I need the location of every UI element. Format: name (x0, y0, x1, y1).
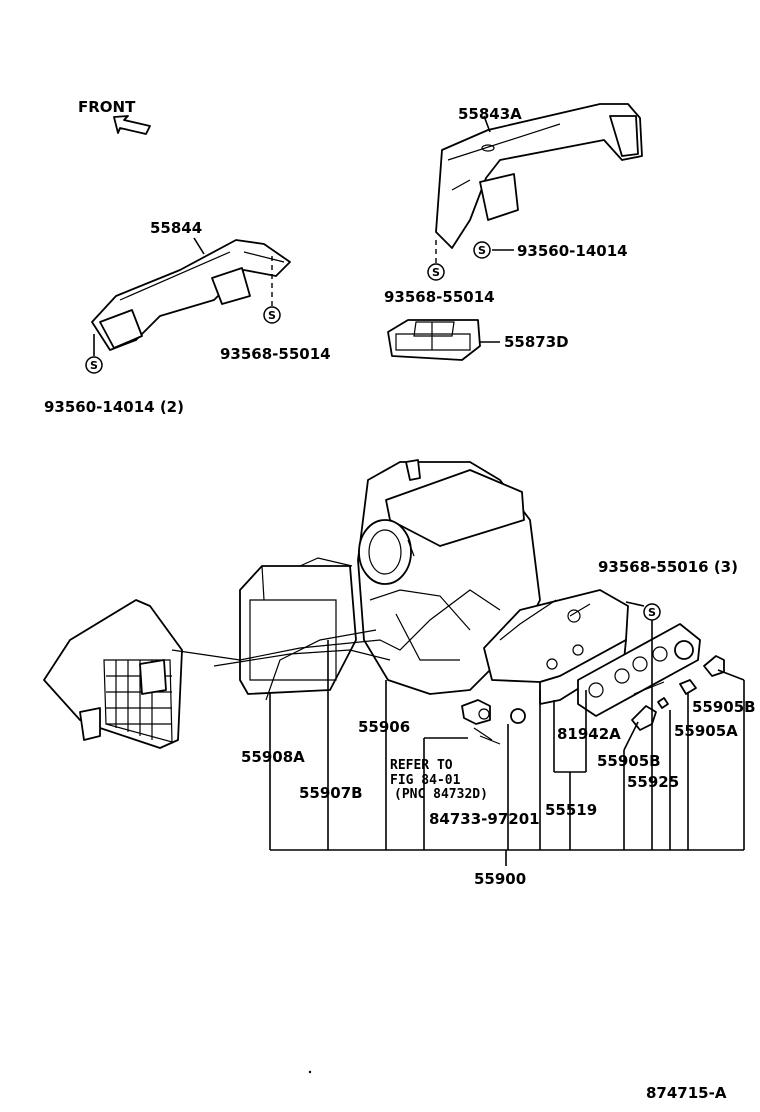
label-55906: 55906 (358, 718, 410, 736)
refer-note-line3: (PNC 84732D) (394, 787, 488, 802)
label-55905B-middle: 55905B (597, 752, 661, 770)
screw-symbol-icon: S (85, 356, 103, 374)
duct-55843A (435, 103, 643, 249)
screw-symbol-icon: S (263, 306, 281, 324)
refer-note-line1: REFER TO (390, 758, 453, 773)
label-55519: 55519 (545, 801, 597, 819)
control-panel (461, 589, 725, 745)
svg-text:S: S (268, 309, 276, 322)
heater-assembly (239, 459, 541, 695)
label-55900: 55900 (474, 870, 526, 888)
left-unit (43, 599, 183, 749)
label-55905B-right: 55905B (692, 698, 756, 716)
label-55925: 55925 (627, 773, 679, 791)
label-55907B: 55907B (299, 784, 363, 802)
label-55908A: 55908A (241, 748, 305, 766)
refer-note-line2: FIG 84-01 (390, 773, 461, 788)
duct-55844 (91, 239, 291, 351)
label-93568-55016-3: 93568-55016 (3) (598, 558, 738, 576)
screw-symbol-icon: S (427, 263, 445, 281)
svg-text:S: S (648, 606, 656, 619)
label-84733-97201: 84733-97201 (429, 810, 540, 828)
label-93560-14014: 93560-14014 (517, 242, 628, 260)
figure-id: 874715-A (646, 1084, 727, 1102)
svg-text:S: S (478, 244, 486, 257)
front-indicator: FRONT (78, 98, 151, 135)
svg-text:S: S (432, 266, 440, 279)
stray-dot (308, 1070, 312, 1074)
label-81942A: 81942A (557, 725, 621, 743)
screw-symbol-icon: S (473, 241, 491, 259)
svg-text:S: S (90, 359, 98, 372)
label-55873D: 55873D (504, 333, 569, 351)
label-93568-55014-upper: 93568-55014 (384, 288, 495, 306)
label-93560-14014-2: 93560-14014 (2) (44, 398, 184, 416)
screw-symbol-icon: S (643, 603, 661, 621)
label-55844: 55844 (150, 219, 202, 237)
label-55905A: 55905A (674, 722, 738, 740)
front-label: FRONT (78, 98, 136, 116)
control-cables (171, 589, 501, 701)
front-arrow-icon (113, 115, 151, 135)
filter-55873D (387, 319, 481, 361)
leader-lines (93, 115, 745, 866)
label-55843A: 55843A (458, 105, 522, 123)
label-93568-55014-lower: 93568-55014 (220, 345, 331, 363)
